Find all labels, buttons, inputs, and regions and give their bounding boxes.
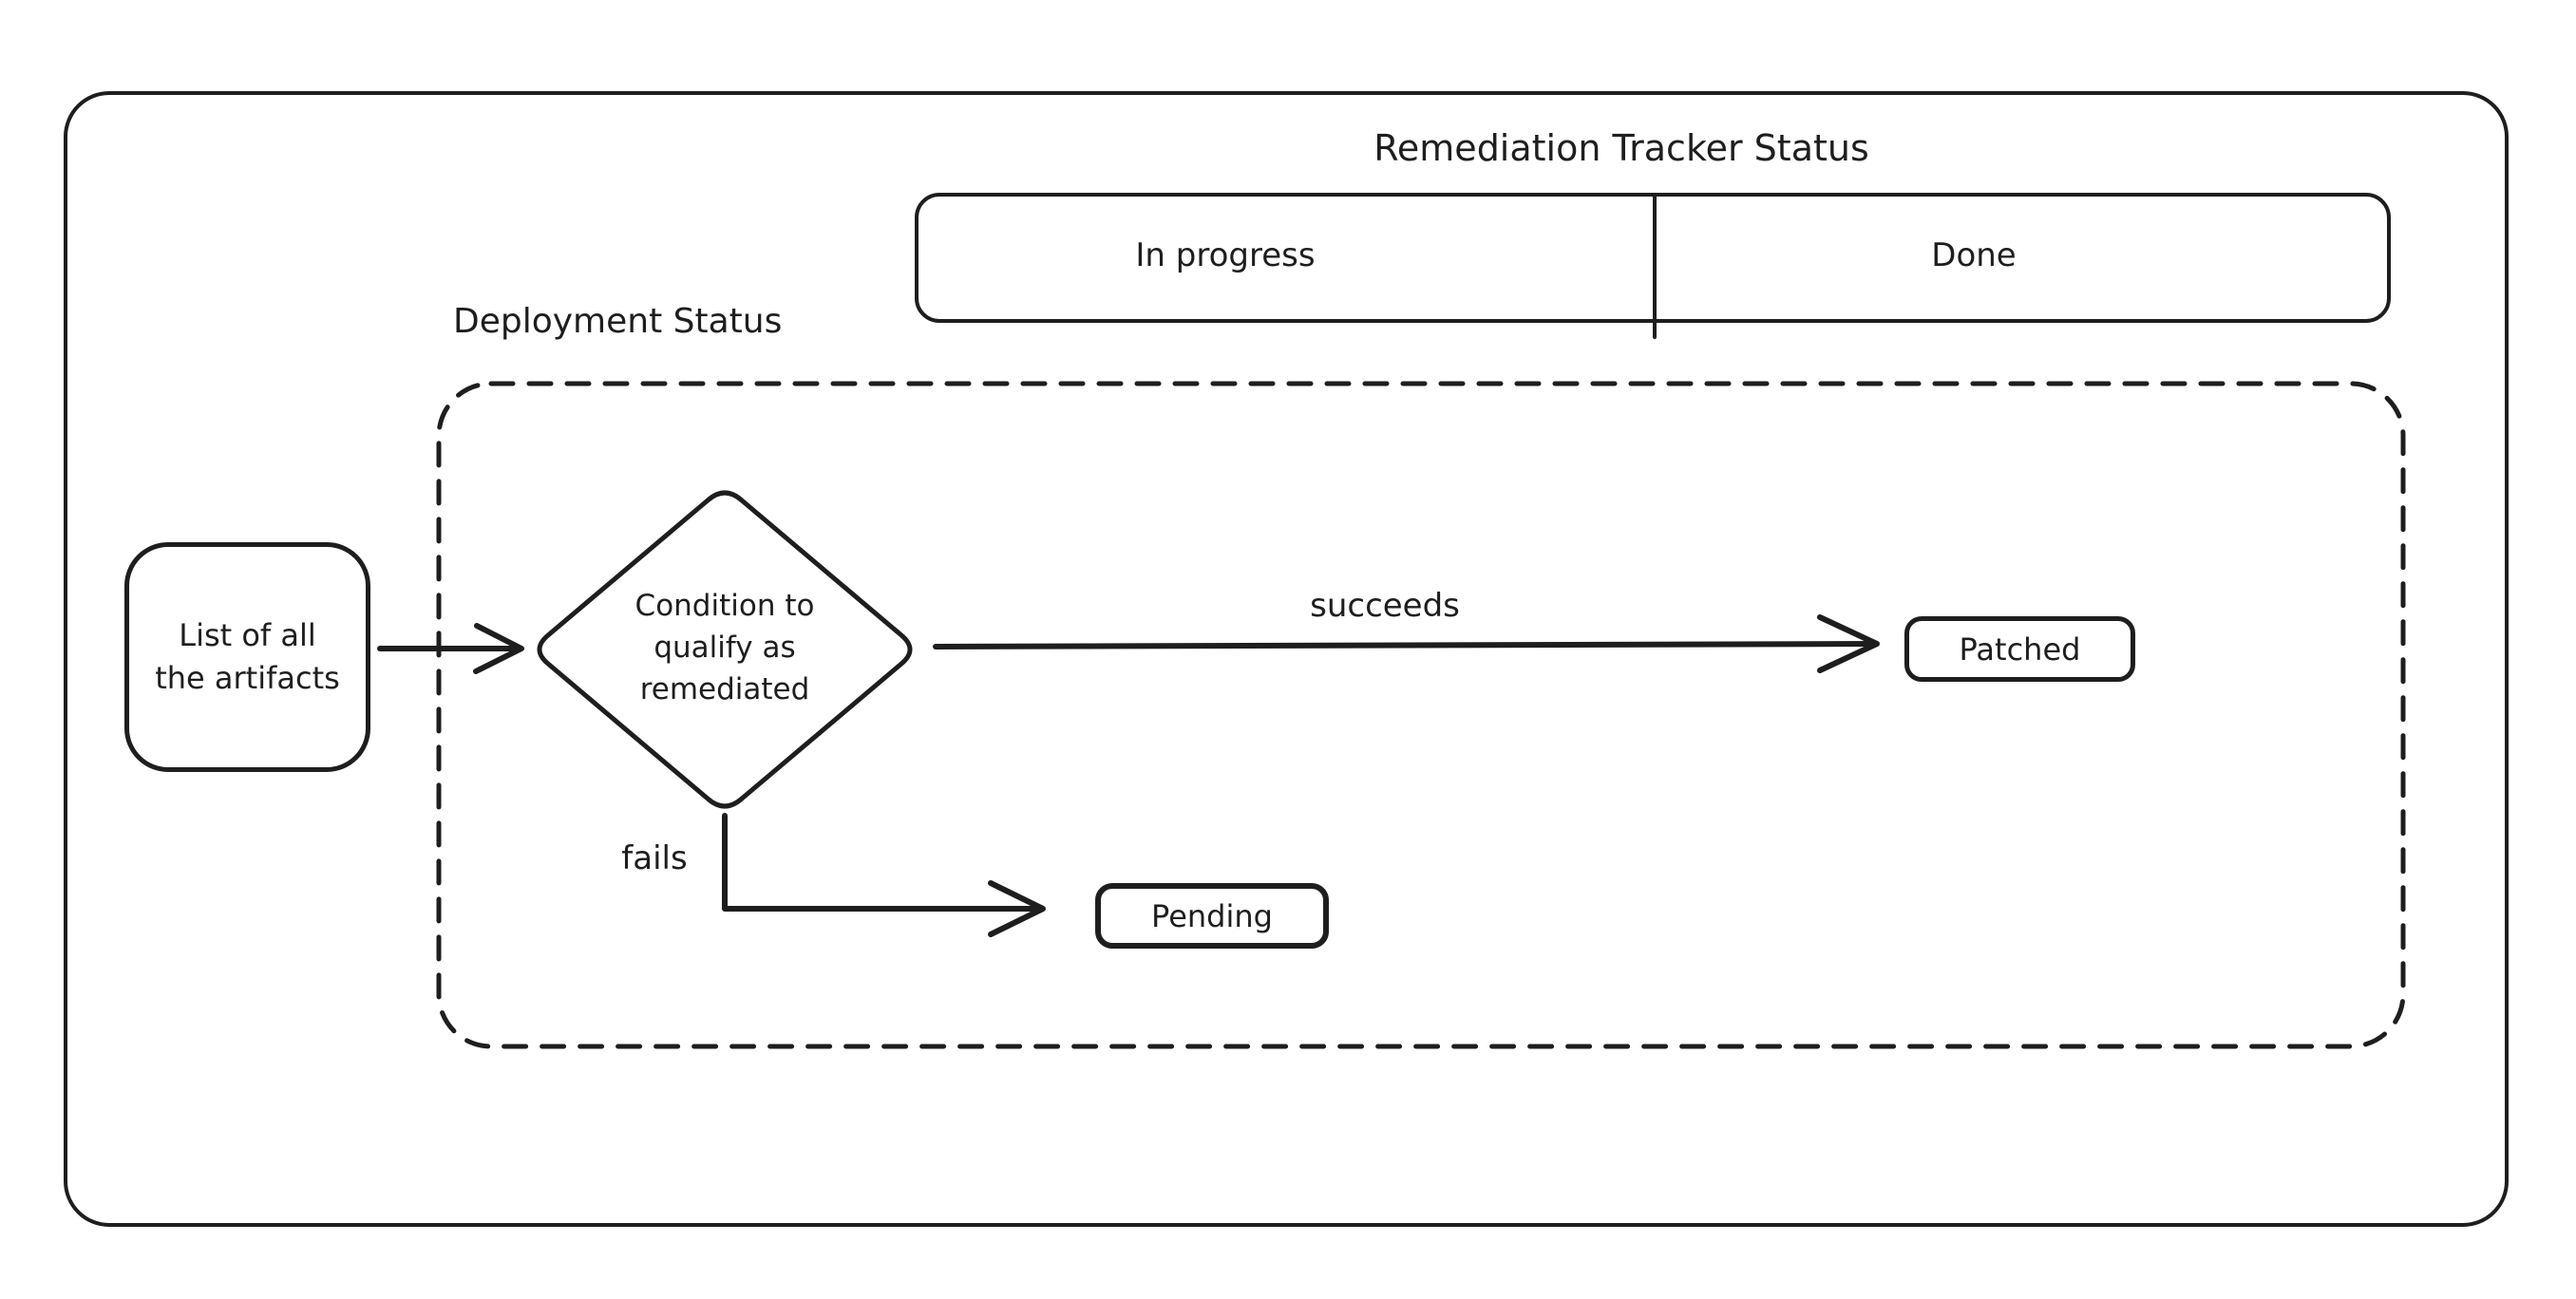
fails-edge-label: fails	[621, 839, 688, 877]
patched-node-label: Patched	[1959, 631, 2081, 668]
outer-frame[interactable]	[64, 91, 2509, 1227]
succeeds-edge-label: succeeds	[1310, 587, 1460, 625]
pending-node[interactable]: Pending	[1095, 883, 1329, 949]
arrow-artifacts-to-condition[interactable]	[377, 623, 524, 674]
pending-node-label: Pending	[1151, 897, 1273, 934]
deployment-status-label: Deployment Status	[453, 302, 783, 341]
diagram-title: Remediation Tracker Status	[1373, 127, 1869, 169]
tracker-cell-done-label: Done	[1931, 236, 2017, 274]
tracker-cell-in-progress-label: In progress	[1135, 236, 1316, 274]
condition-diamond[interactable]	[537, 490, 913, 809]
artifacts-node[interactable]: List of all the artifacts	[124, 542, 370, 772]
condition-label-line3: remediated	[639, 672, 810, 707]
arrow-succeeds-to-patched[interactable]	[933, 614, 1880, 673]
deployment-status-region[interactable]	[436, 381, 2406, 1049]
condition-label-line1: Condition to	[635, 589, 815, 623]
arrow-fails-to-pending[interactable]	[722, 813, 1046, 937]
patched-node[interactable]: Patched	[1904, 616, 2135, 682]
artifacts-node-label-line1: List of all	[179, 617, 316, 654]
artifacts-node-label-line2: the artifacts	[155, 660, 340, 696]
condition-label-line2: qualify as	[653, 631, 796, 666]
condition-node-label: Condition to qualify as remediated	[582, 585, 867, 710]
